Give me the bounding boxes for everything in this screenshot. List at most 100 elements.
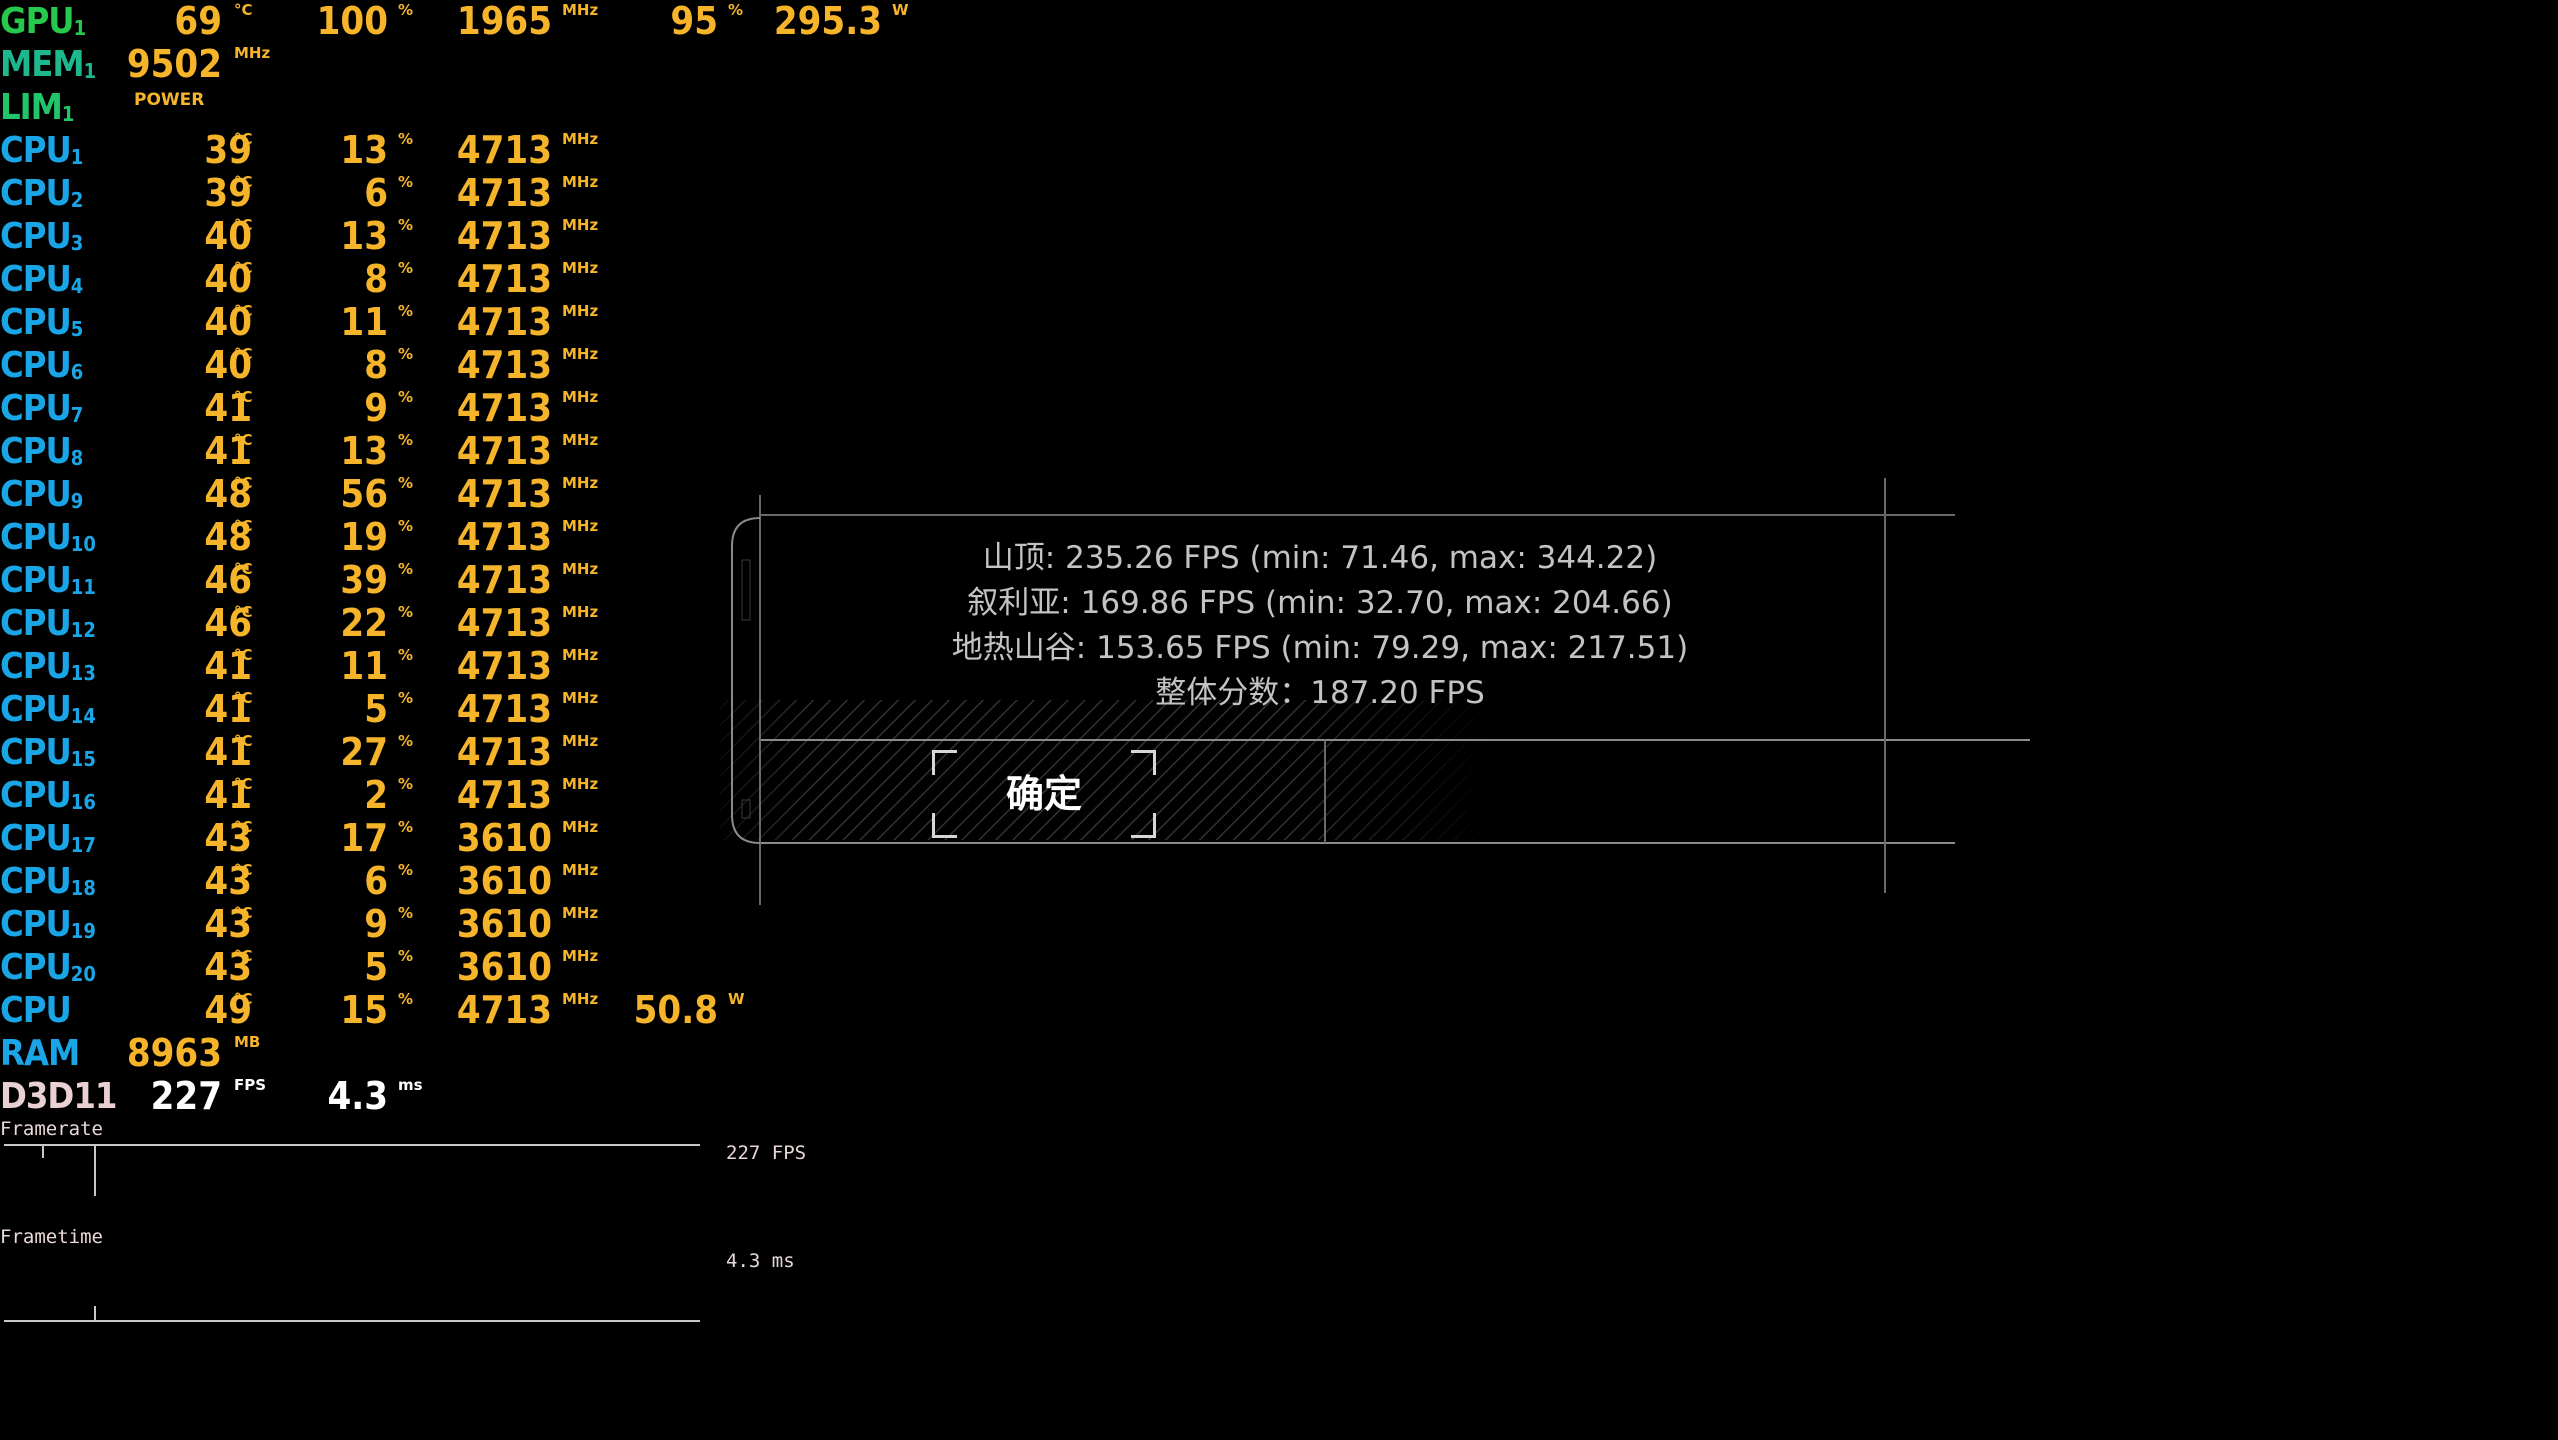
cpu-core-temp-unit: °C	[234, 517, 253, 535]
cpu-core-load-unit: %	[398, 173, 414, 191]
cpu-core-label: CPU6	[0, 345, 84, 386]
cpu-core-label: CPU14	[0, 689, 96, 730]
gpu-power-unit: W	[892, 1, 909, 19]
cpu-core-clock-unit: MHz	[562, 775, 599, 793]
d3d-row: D3D11 227 FPS 4.3 ms	[0, 1075, 960, 1118]
cpu-core-temp-unit: °C	[234, 732, 253, 750]
cpu-core-load-unit: %	[398, 904, 414, 922]
cpu-core-temp-unit: °C	[234, 345, 253, 363]
cpu-core-load-value: 39	[340, 558, 388, 602]
cpu-core-load-unit: %	[398, 560, 414, 578]
cpu-core-temp-unit: °C	[234, 904, 253, 922]
gpu-row: GPU1 69 °C 100 % 1965 MHz 95 % 295.3 W	[0, 0, 960, 43]
cpu-core-clock-value: 3610	[456, 902, 552, 946]
cpu-core-label: CPU8	[0, 431, 84, 472]
cpu-core-clock-value: 4713	[456, 515, 552, 559]
cpu-core-temp-unit: °C	[234, 259, 253, 277]
cpu-total-label: CPU	[0, 990, 72, 1031]
mem-row: MEM1 9502 MHz	[0, 43, 960, 86]
cpu-core-clock-value: 3610	[456, 859, 552, 903]
cpu-core-load-unit: %	[398, 345, 414, 363]
benchmark-result-dialog: 山顶: 235.26 FPS (min: 71.46, max: 344.22)…	[720, 470, 2040, 910]
cpu-core-temp-unit: °C	[234, 560, 253, 578]
cpu-core-label: CPU17	[0, 818, 96, 859]
cpu-core-temp-value: 39	[204, 128, 252, 172]
cpu-core-temp-unit: °C	[234, 130, 253, 148]
confirm-button[interactable]: 确定	[932, 750, 1156, 838]
cpu-core-load-value: 8	[364, 257, 388, 301]
cpu-core-clock-unit: MHz	[562, 388, 599, 406]
cpu-core-load-value: 13	[340, 214, 388, 258]
framerate-graph-dip	[94, 1144, 96, 1196]
cpu-core-temp-unit: °C	[234, 216, 253, 234]
cpu-core-clock-value: 3610	[456, 945, 552, 989]
cpu-core-temp-unit: °C	[234, 861, 253, 879]
limit-row: LIM1 POWER	[0, 86, 960, 129]
cpu-core-clock-unit: MHz	[562, 173, 599, 191]
limit-reason: POWER	[134, 90, 205, 110]
limit-label: LIM1	[0, 87, 75, 128]
cpu-core-clock-unit: MHz	[562, 474, 599, 492]
ram-row: RAM 8963 MB	[0, 1032, 960, 1075]
cpu-total-temp-value: 49	[204, 988, 252, 1032]
cpu-core-label: CPU19	[0, 904, 96, 945]
gpu-temp-unit: °C	[234, 1, 253, 19]
result-line-1: 山顶: 235.26 FPS (min: 71.46, max: 344.22)	[982, 540, 1658, 576]
cpu-core-load-unit: %	[398, 388, 414, 406]
cpu-core-clock-value: 4713	[456, 687, 552, 731]
cpu-core-clock-unit: MHz	[562, 646, 599, 664]
frame-tick-top	[741, 559, 751, 621]
cpu-core-temp-unit: °C	[234, 173, 253, 191]
cpu-core-temp-value: 43	[204, 902, 252, 946]
cpu-total-clock-unit: MHz	[562, 990, 599, 1008]
cpu-core-clock-unit: MHz	[562, 947, 599, 965]
cpu-core-temp-value: 40	[204, 300, 252, 344]
cpu-core-load-unit: %	[398, 603, 414, 621]
cpu-core-load-value: 5	[364, 687, 388, 731]
bracket-bottom-right-icon	[1131, 813, 1156, 838]
cpu-core-temp-value: 40	[204, 257, 252, 301]
cpu-core-clock-value: 4713	[456, 171, 552, 215]
cpu-core-temp-value: 41	[204, 429, 252, 473]
frame-left-bracket	[731, 517, 761, 844]
cpu-core-load-unit: %	[398, 732, 414, 750]
cpu-core-load-unit: %	[398, 947, 414, 965]
cpu-core-temp-unit: °C	[234, 603, 253, 621]
cpu-core-load-unit: %	[398, 818, 414, 836]
gpu-clock-unit: MHz	[562, 1, 599, 19]
cpu-core-load-value: 17	[340, 816, 388, 860]
cpu-core-load-unit: %	[398, 775, 414, 793]
cpu-core-load-unit: %	[398, 130, 414, 148]
cpu-core-clock-unit: MHz	[562, 431, 599, 449]
cpu-core-label: CPU16	[0, 775, 96, 816]
cpu-core-clock-value: 4713	[456, 128, 552, 172]
mem-label: MEM1	[0, 44, 97, 85]
cpu-core-clock-value: 4713	[456, 644, 552, 688]
cpu-core-clock-value: 3610	[456, 816, 552, 860]
cpu-core-load-value: 9	[364, 386, 388, 430]
cpu-core-clock-value: 4713	[456, 601, 552, 645]
cpu-core-load-unit: %	[398, 689, 414, 707]
cpu-core-clock-value: 4713	[456, 343, 552, 387]
cpu-core-label: CPU11	[0, 560, 96, 601]
cpu-core-label: CPU10	[0, 517, 96, 558]
cpu-core-temp-value: 41	[204, 386, 252, 430]
cpu-core-load-value: 19	[340, 515, 388, 559]
cpu-core-clock-unit: MHz	[562, 259, 599, 277]
cpu-core-load-value: 27	[340, 730, 388, 774]
cpu-core-load-value: 2	[364, 773, 388, 817]
cpu-core-label: CPU13	[0, 646, 96, 687]
cpu-core-label: CPU15	[0, 732, 96, 773]
cpu-core-label: CPU20	[0, 947, 96, 988]
gpu-load-value: 100	[316, 0, 388, 43]
cpu-core-clock-value: 4713	[456, 773, 552, 817]
cpu-core-clock-value: 4713	[456, 386, 552, 430]
